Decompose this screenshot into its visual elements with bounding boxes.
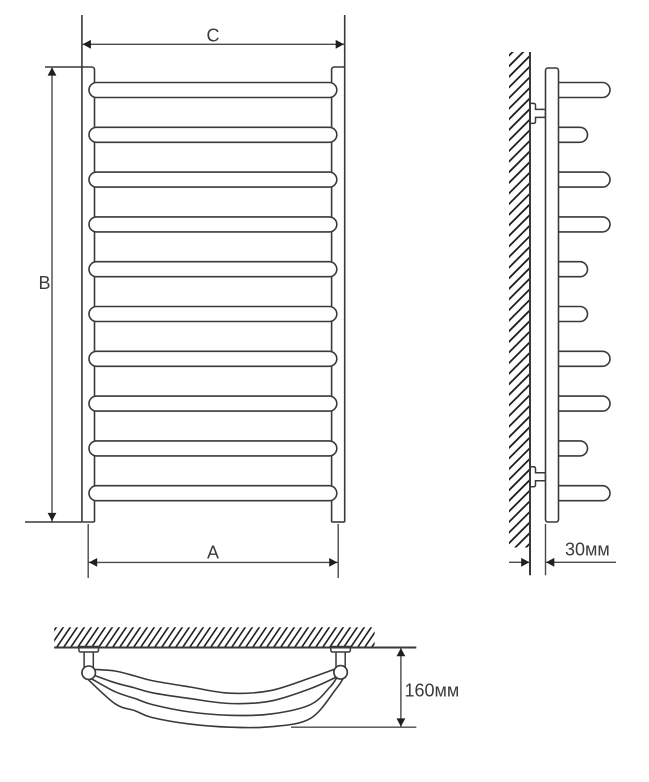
svg-text:C: C xyxy=(207,26,220,46)
svg-text:A: A xyxy=(207,542,219,562)
svg-text:160мм: 160мм xyxy=(405,680,460,700)
svg-text:30мм: 30мм xyxy=(565,540,610,560)
svg-text:B: B xyxy=(38,273,50,293)
